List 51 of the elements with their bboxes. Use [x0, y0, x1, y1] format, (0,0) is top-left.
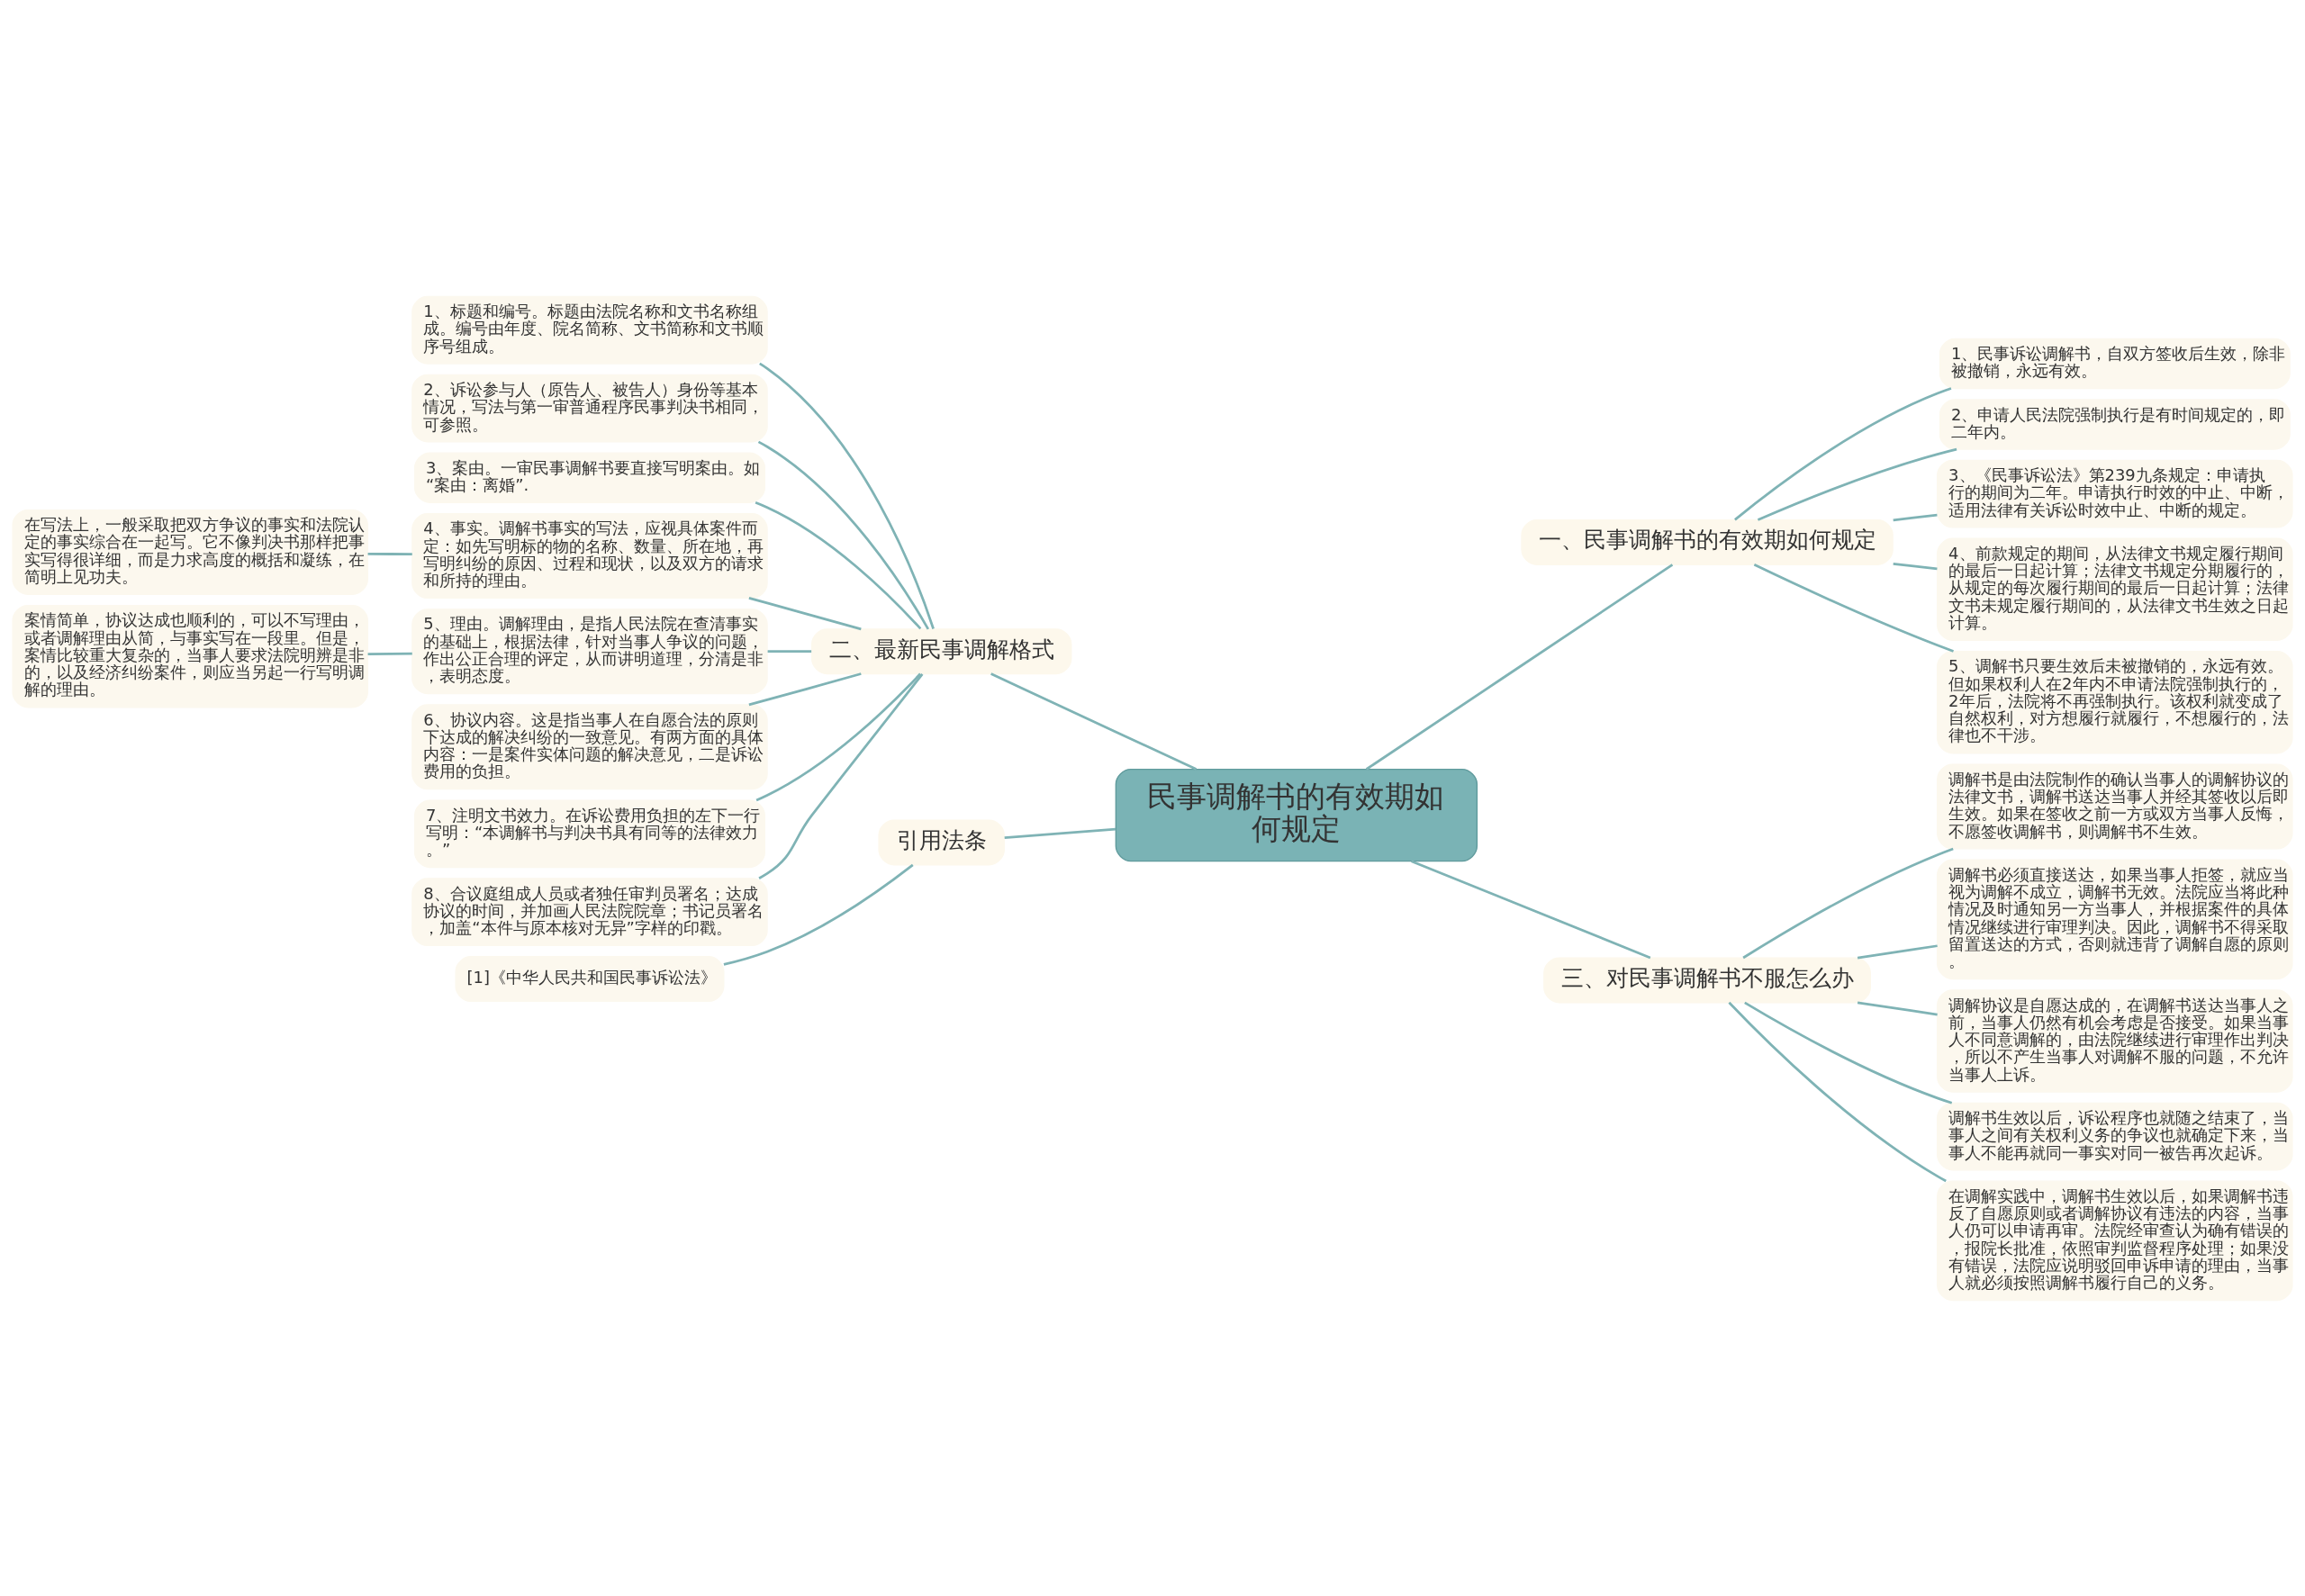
connector	[1734, 386, 1952, 520]
node-box: 引用法条	[878, 818, 1005, 865]
connector	[1757, 447, 1957, 521]
node-box: 三、对民事调解书不服怎么办	[1543, 956, 1871, 1003]
node-box: 5、调解书只要生效后未被撤销的，永远有效。但如果权利人在2年内不申请法院强制执行的，2年后，法院将不再强制执行。该权利就变成了自然权利，对方想履行就履行，不想履行的，法律也不干涉。	[1937, 650, 2293, 753]
node-box: 7、注明文书效力。在诉讼费用负担的左下一行写明：“本调解书与判决书具有同等的法律效力。”	[413, 798, 765, 868]
connector	[1744, 1001, 1953, 1105]
node-box: 1、标题和编号。标题由法院名称和文书名称组成。编号由年度、院名简称、文书简称和文书顺序号组成。	[411, 295, 768, 365]
connector	[1753, 563, 1954, 653]
connector	[748, 672, 862, 706]
node-box: 一、民事调解书的有效期如何规定	[1521, 518, 1894, 565]
node-box: 在写法上，一般采取把双方争议的事实和法院认定的事实综合在一起写。它不像判决书那样把事实写得很详细，而是力求高度的概括和凝练，在简明上见功夫。	[12, 509, 368, 595]
node-box: 2、诉讼参与人（原告人、被告人）身份等基本情况，写法与第一审普通程序民事判决书相同，可参照。	[411, 374, 768, 442]
node-box: 案情简单，协议达成也顺利的，可以不写理由，或者调解理由从简，与事实写在一段里。但是，案情比较重大复杂的，当事人要求法院明辨是非的，以及经济纠纷案件，则应当另起一行写明调解的理由。	[12, 604, 368, 708]
connector	[1411, 859, 1651, 959]
connector	[1857, 1000, 1938, 1015]
node-box: 4、前款规定的期间，从法律文书规定履行期间的最后一日起计算；法律文书规定分期履行的，从规定的每次履行期间的最后一日起计算；法律文书未规定履行期间的，从法律文书生效之日起计算。	[1937, 537, 2293, 641]
connector	[1365, 563, 1674, 771]
node-box: 3、《民事诉讼法》第239九条规定：申请执行的期间为二年。申请执行时效的中止、中断，适用法律有关诉讼时效中止、中断的规定。	[1937, 459, 2293, 528]
connector	[723, 863, 914, 966]
connector	[1857, 943, 1938, 959]
node-box: 4、事实。调解书事实的写法，应视具体案件而定：如先写明标的物的名称、数量、所在地，再写明纠纷的原因、过程和现状，以及双方的请求和所持的理由。	[411, 512, 768, 599]
node-box: 调解书生效以后，诉讼程序也就随之结束了，当事人之间有关权利义务的争议也就确定下来，当事人不能再就同一事实对同一被告再次起诉。	[1937, 1102, 2293, 1170]
connector	[1728, 1001, 1947, 1182]
connector	[367, 652, 412, 655]
connector	[367, 552, 412, 555]
connector	[1742, 847, 1954, 959]
node-box: 在调解实践中，调解书生效以后，如果调解书违反了自愿原则或者调解协议有违法的内容，当事人仍可以申请再审。法院经审查认为确有错误的，报院长批准，依照审判监督程序处理；如果没有错误，法院应说明驳回申诉申请的理由，当事人就必须按照调解书履行自己的义务。	[1937, 1180, 2293, 1301]
connector	[748, 596, 862, 630]
connector	[1004, 827, 1116, 839]
node-box: 二、最新民事调解格式	[811, 627, 1072, 674]
connector	[755, 500, 922, 629]
connector	[1893, 513, 1938, 521]
node-box: 调解书必须直接送达，如果当事人拒签，就应当视为调解不成立，调解书无效。法院应当将此种情况及时通知另一方当事人，并根据案件的具体情况继续进行审理判决。因此，调解书不得采取留置送达的方式，否则就违背了调解自愿的原则。	[1937, 859, 2293, 979]
node-box: 1、民事诉讼调解书，自双方签收后生效，除非被撤销，永远有效。	[1939, 338, 2291, 389]
connector	[758, 672, 924, 879]
node-box: 调解书是由法院制作的确认当事人的调解协议的法律文书，调解书送达当事人并经其签收以后即生效。如果在签收之前一方或双方当事人反悔，不愿签收调解书，则调解书不生效。	[1937, 762, 2293, 849]
connector	[759, 362, 935, 629]
connector	[767, 649, 812, 653]
node-box: 3、案由。一审民事调解书要直接写明案由。如“案由：离婚”.	[413, 452, 765, 503]
connector	[757, 440, 930, 630]
node-box: 5、理由。调解理由，是指人民法院在查清事实的基础上，根据法律，针对当事人争议的问题，作出公正合理的评定，从而讲明道理，分清是非，表明态度。	[411, 608, 768, 694]
connector	[755, 672, 922, 801]
node-box: 民事调解书的有效期如何规定	[1115, 768, 1478, 861]
node-box: 6、协议内容。这是指当事人在自愿合法的原则下达成的解决纠纷的一致意见。有两方面的具体内容：一是案件实体问题的解决意见，二是诉讼费用的负担。	[411, 703, 768, 789]
connector	[990, 672, 1198, 771]
node-box: 调解协议是自愿达成的，在调解书送达当事人之前，当事人仍然有机会考虑是否接受。如果当事人不同意调解的，由法院继续进行审理作出判决，所以不产生当事人对调解不服的问题，不允许当事人上诉。	[1937, 988, 2293, 1093]
node-box: 2、申请人民法院强制执行是有时间规定的，即二年内。	[1939, 398, 2291, 450]
node-box: [1]《中华人民共和国民事诉讼法》	[455, 955, 725, 1002]
connector	[1893, 562, 1938, 570]
node-box: 8、合议庭组成人员或者独任审判员署名；达成协议的时间，并加画人民法院院章；书记员署名，加盖“本件与原本核对无异”字样的印戳。	[411, 877, 768, 946]
